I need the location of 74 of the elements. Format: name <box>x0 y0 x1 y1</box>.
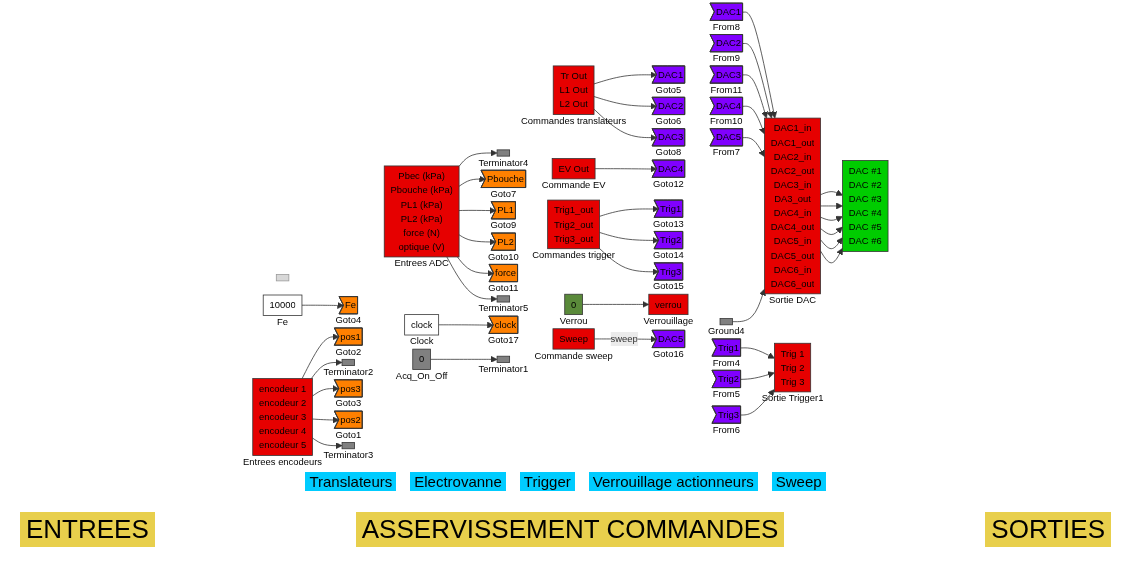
node-box: verrou <box>648 293 689 315</box>
node-box: DAC #1 DAC #2 DAC #3 DAC #4 DAC #5 DAC #6 <box>842 160 889 252</box>
column-heading: ASSERVISSEMENT COMMANDES <box>355 512 785 547</box>
node-box: encodeur 1 encodeur 2 encodeur 3 encodeur 4 encodeur 5 <box>252 378 313 456</box>
block-name: Goto1 <box>335 428 362 440</box>
block-name: Goto17 <box>487 333 519 345</box>
block-name: Terminator4 <box>478 156 529 168</box>
block-name: From6 <box>712 423 740 435</box>
node-box <box>341 358 355 366</box>
node-box: Tr Out L1 Out L2 Out <box>552 65 595 115</box>
block-name: Goto15 <box>652 280 684 292</box>
node-box: DAC1_in DAC1_out DAC2_in DAC2_out DAC3_in DA3_out DAC4_in DAC4_out DAC5_in DAC5_out DAC6_in DAC6_out <box>764 117 821 295</box>
block-name: Goto3 <box>335 397 362 409</box>
block-name: Sortie DAC <box>768 294 816 306</box>
block-name: Goto7 <box>490 187 517 199</box>
block-name: Goto11 <box>488 282 519 294</box>
block-name: Commandes trigger <box>532 249 615 261</box>
node-box <box>341 442 355 450</box>
section-label: Verrouillage actionneurs <box>588 472 758 491</box>
block-name: Commandes translateurs <box>521 114 627 126</box>
column-heading: SORTIES <box>985 512 1111 547</box>
node-box: Sweep <box>552 328 595 350</box>
node-box <box>496 295 510 303</box>
block-name: Goto13 <box>652 217 684 229</box>
block-name: Goto16 <box>652 348 684 359</box>
block-name: Verrouillage <box>643 315 694 327</box>
node-box: Pbec (kPa) Pbouche (kPa) PL1 (kPa) PL2 (kPa) force (N) optique (V) <box>383 165 460 258</box>
block-name: Goto5 <box>655 83 682 95</box>
block-name: From5 <box>712 388 740 399</box>
block-name: Commande sweep <box>534 349 613 361</box>
block-name: Ground4 <box>707 325 745 337</box>
block-name: Verrou <box>559 315 588 327</box>
block-name: Goto14 <box>652 249 684 261</box>
block-name: Commande EV <box>541 179 606 191</box>
block-name: From4 <box>712 356 740 368</box>
block-name: From8 <box>712 20 740 32</box>
node-box: EV Out <box>551 158 596 180</box>
block-name: Goto12 <box>652 177 684 189</box>
edge-label: sweep <box>610 333 638 345</box>
node-box: Trig 1 Trig 2 Trig 3 <box>773 342 811 393</box>
section-label: Trigger <box>519 472 575 491</box>
block-name: Terminator5 <box>478 302 529 314</box>
block-name: From11 <box>710 83 743 95</box>
block-name: From9 <box>712 52 740 64</box>
node-box: 10000 <box>262 294 303 316</box>
node-box: clock <box>404 314 439 336</box>
block-name: Goto2 <box>335 345 362 357</box>
block-name: Goto8 <box>655 146 682 158</box>
block-name: Sortie Trigger1 <box>761 392 824 404</box>
block-name: Goto4 <box>335 314 362 326</box>
block-name: Fe <box>277 315 288 327</box>
node-box: 0 <box>564 293 583 315</box>
block-name: From10 <box>710 114 743 126</box>
node-box <box>719 318 733 326</box>
section-label: Electrovanne <box>410 472 506 491</box>
section-label: Translateurs <box>305 472 397 491</box>
block-name: Goto10 <box>487 250 519 262</box>
node-box: Trig1_out Trig2_out Trig3_out <box>547 199 600 250</box>
column-heading: ENTREES <box>20 512 155 547</box>
block-name: Terminator1 <box>478 362 529 374</box>
block-name: Entrees encodeurs <box>243 455 322 467</box>
block-name: Goto6 <box>655 114 682 126</box>
node-box <box>275 274 290 282</box>
block-name: Terminator2 <box>323 366 374 378</box>
node-box <box>496 149 510 157</box>
block-name: Goto9 <box>490 219 517 231</box>
block-name: From7 <box>712 146 740 158</box>
block-name: Acq_On_Off <box>395 369 448 381</box>
node-box <box>496 355 510 363</box>
section-label: Sweep <box>771 472 826 491</box>
node-box: 0 <box>412 348 431 370</box>
block-name: Terminator3 <box>323 449 374 461</box>
block-name: Clock <box>409 335 434 347</box>
block-name: Entrees ADC <box>394 257 449 269</box>
